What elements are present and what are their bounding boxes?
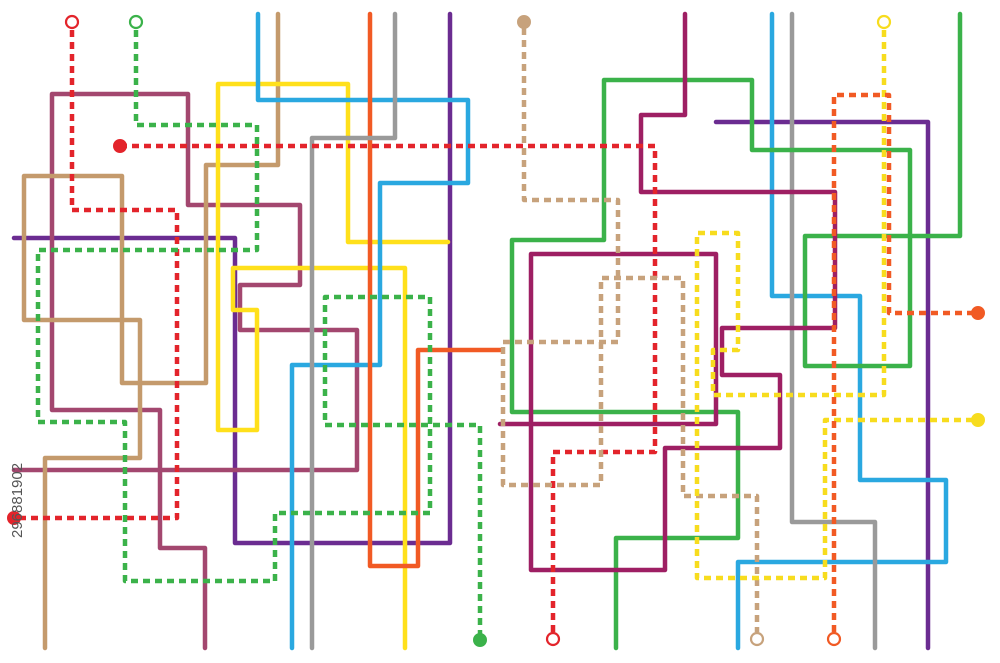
line-tan-dashed: [500, 28, 760, 632]
line-yellow-dashed: [694, 30, 978, 581]
line-green-dashed-top: [35, 30, 483, 636]
station-red-bottom-open: [545, 631, 561, 647]
line-orange: [367, 11, 503, 569]
line-gray-left: [309, 11, 398, 651]
line-mauve: [11, 91, 360, 651]
line-purple-main: [11, 11, 453, 546]
station-gold-right-filled: [971, 413, 985, 427]
line-red-dashed-right: [120, 143, 658, 632]
station-red-mid-filled: [113, 139, 127, 153]
line-magenta: [497, 11, 838, 573]
station-orange-bottom-open: [826, 631, 842, 647]
line-orange-dashed: [831, 92, 978, 632]
station-tan-top-filled: [517, 15, 531, 29]
line-purple-right: [713, 119, 931, 651]
watermark: 296881902: [9, 463, 26, 538]
line-blue-left: [255, 11, 471, 651]
station-orange-right-filled: [971, 306, 985, 320]
station-green-bottom-filled: [473, 633, 487, 647]
station-tan-bottom-open: [749, 631, 765, 647]
line-blue-right: [735, 11, 949, 651]
station-red-left-filled: [7, 511, 21, 525]
line-green-right: [509, 11, 963, 651]
watermark-text: 296881902: [9, 463, 26, 538]
station-gold-top-open: [876, 14, 892, 30]
station-green-top-open: [128, 14, 144, 30]
station-red-top-open: [64, 14, 80, 30]
line-red-dashed-top: [14, 30, 180, 521]
